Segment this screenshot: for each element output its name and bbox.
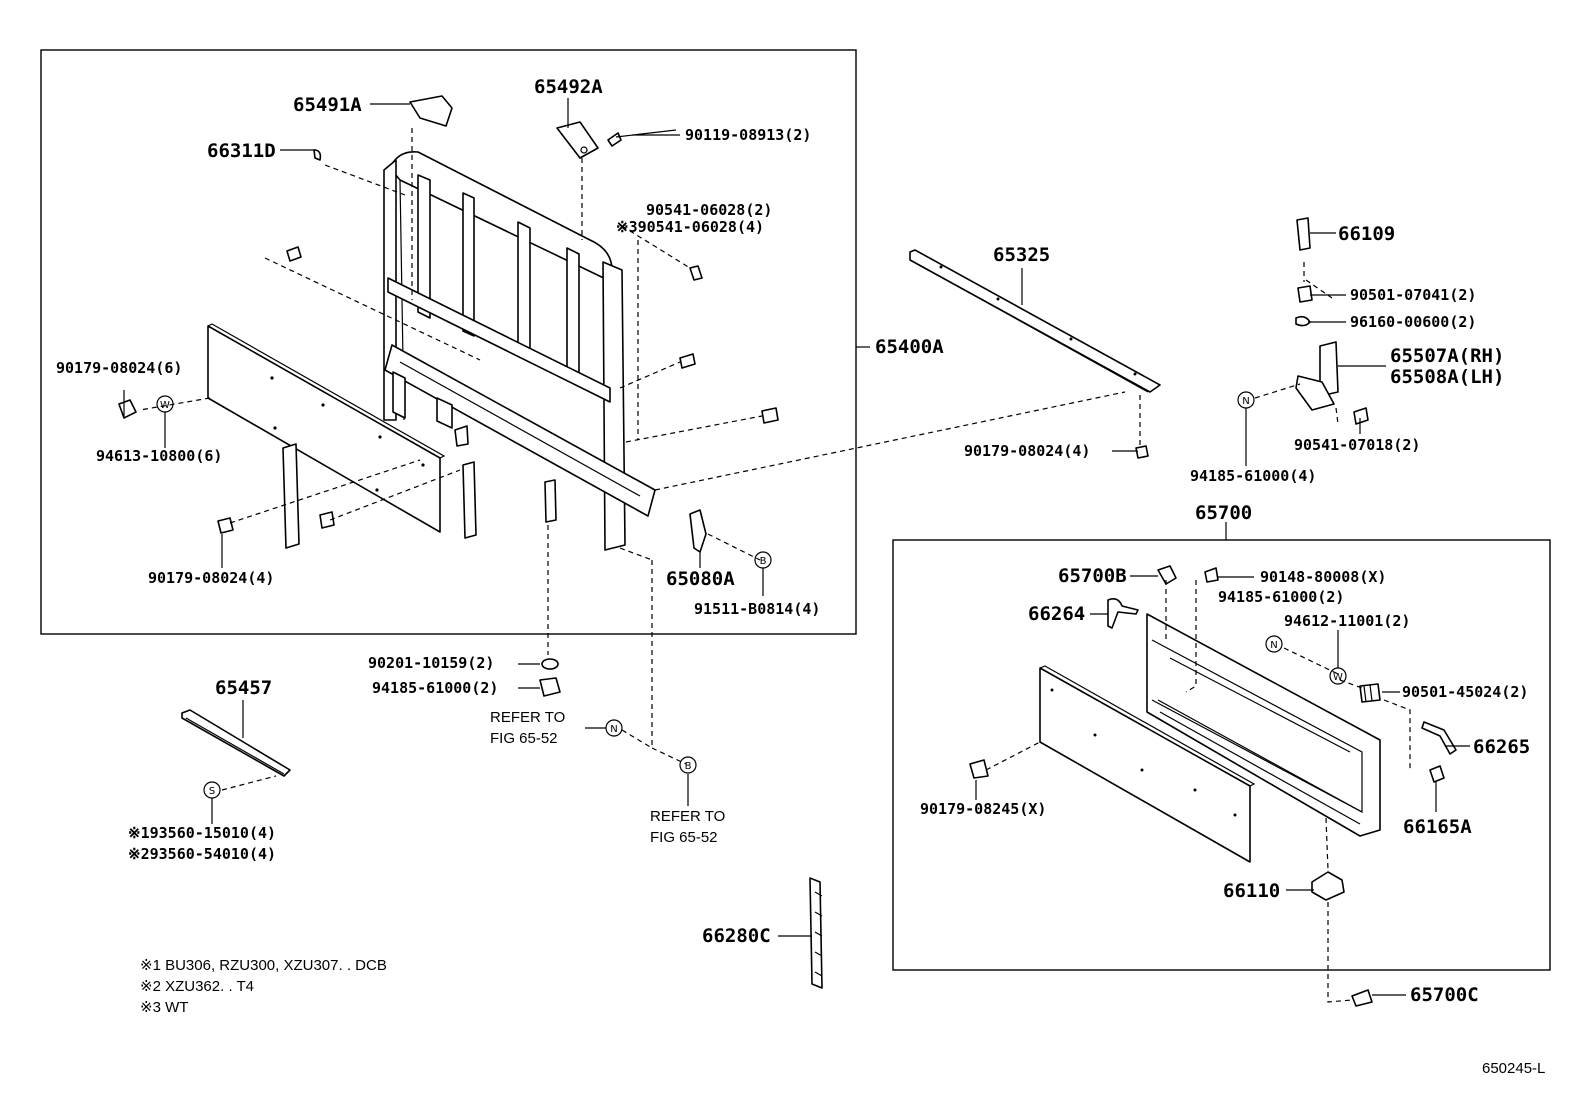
label-94185-61000-2-center: 94185-61000(2) [372, 679, 498, 697]
callout-n-hinge: N [1237, 391, 1255, 409]
label-65700: 65700 [1195, 502, 1252, 524]
label-65700B: 65700B [1058, 565, 1127, 587]
svg-text:N: N [610, 724, 617, 735]
bolt-66109-drawing [1296, 217, 1311, 251]
refer-n-line2: FIG 65-52 [490, 730, 558, 747]
callout-b-main: B [754, 551, 772, 569]
nut-94185-center-drawing [539, 677, 561, 697]
rod-66265-drawing [1421, 721, 1457, 755]
clip-66311D-drawing [313, 149, 322, 161]
footnote-1: ※1 BU306, RZU300, XZU307. . DCB [140, 957, 387, 974]
label-90179-08024-6: 90179-08024(6) [56, 359, 182, 377]
refer-b-line1: REFER TO [650, 808, 725, 825]
bolts-main-frame-drawing [286, 246, 779, 447]
label-94185-61000-2-gate: 94185-61000(2) [1218, 588, 1344, 606]
label-65325: 65325 [993, 244, 1050, 266]
label-66265: 66265 [1473, 736, 1530, 758]
callout-b-refer: B [679, 756, 697, 774]
hook-65080A-drawing [689, 509, 707, 553]
rail-65457-drawing [181, 709, 291, 777]
headboard-frame-drawing [383, 151, 656, 551]
callout-w-main: W [156, 395, 174, 413]
washer-90201-drawing [541, 658, 559, 670]
label-96160-00600: 96160-00600(2) [1350, 313, 1476, 331]
bolt-90541-06028-drawing [689, 265, 703, 281]
svg-text:B: B [685, 761, 692, 772]
label-65508A: 65508A(LH) [1390, 366, 1504, 388]
svg-text:N: N [1270, 640, 1277, 651]
label-66165A: 66165A [1403, 816, 1472, 838]
bolt-90541-07018-drawing [1353, 407, 1369, 425]
label-90501-45024: 90501-45024(2) [1402, 683, 1528, 701]
label-66109: 66109 [1338, 223, 1395, 245]
bushing-66165A-drawing [1429, 765, 1445, 783]
callout-s: S [203, 781, 221, 799]
side-board-panel-drawing [207, 323, 446, 533]
label-193560-15010: ※193560-15010(4) [128, 824, 276, 842]
latch-65700B-drawing [1157, 565, 1177, 585]
svg-text:S: S [209, 786, 215, 797]
label-66280C: 66280C [702, 925, 771, 947]
rail-65325-drawing [909, 249, 1161, 393]
label-65457: 65457 [215, 677, 272, 699]
label-91511-B0814: 91511-B0814(4) [694, 600, 820, 618]
vertical-stays-drawing [282, 443, 477, 549]
label-65080A: 65080A [666, 568, 735, 590]
chain-66280C-drawing [809, 877, 823, 989]
label-65400A: 65400A [875, 336, 944, 358]
label-90179-08024-4-rail: 90179-08024(4) [964, 442, 1090, 460]
gate-frame-drawing [1146, 613, 1381, 837]
label-90148-80008: 90148-80008(X) [1260, 568, 1386, 586]
footnote-2: ※2 XZU362. . T4 [140, 978, 254, 995]
label-65492A: 65492A [534, 76, 603, 98]
callout-n-gate: N [1265, 635, 1283, 653]
svg-text:B: B [760, 556, 767, 567]
label-65507A: 65507A(RH) [1390, 345, 1504, 367]
pin-65700C-drawing [1351, 989, 1373, 1007]
label-90201-10159: 90201-10159(2) [368, 654, 494, 672]
label-90179-08024-4-main: 90179-08024(4) [148, 569, 274, 587]
screw-90148-drawing [1204, 567, 1219, 583]
label-94612-11001: 94612-11001(2) [1284, 612, 1410, 630]
bolt-90119-drawing [607, 129, 677, 147]
label-90541-07018: 90541-07018(2) [1294, 436, 1420, 454]
hinge-65492A-drawing [556, 121, 599, 159]
label-90179-08245: 90179-08245(X) [920, 800, 1046, 818]
callout-w-gate: W [1329, 667, 1347, 685]
main-assembly-frame [40, 49, 857, 635]
washer-96160-drawing [1295, 315, 1311, 327]
screw-90179-08245-drawing [969, 759, 989, 779]
figure-code: 650245-L [1482, 1060, 1545, 1077]
gate-assembly-frame [892, 539, 1551, 971]
label-90541-06028-4: ※390541-06028(4) [616, 218, 764, 236]
refer-b-line2: FIG 65-52 [650, 829, 718, 846]
refer-n-line1: REFER TO [490, 709, 565, 726]
label-66264: 66264 [1028, 603, 1085, 625]
svg-text:W: W [1333, 672, 1343, 683]
label-90119-08913: 90119-08913(2) [685, 126, 811, 144]
label-94185-61000-4: 94185-61000(4) [1190, 467, 1316, 485]
label-66311D: 66311D [207, 140, 276, 162]
footnote-3: ※3 WT [140, 999, 188, 1016]
callout-n-refer: N [605, 719, 623, 737]
bracket-65491A-drawing [409, 95, 453, 127]
label-66110: 66110 [1223, 880, 1280, 902]
svg-text:W: W [160, 400, 170, 411]
nuts-main-frame-drawing [118, 399, 335, 534]
label-293560-54010: ※293560-54010(4) [128, 845, 276, 863]
svg-text:N: N [1242, 396, 1249, 407]
spring-90501-45024-drawing [1359, 683, 1381, 703]
bracket-66110-drawing [1311, 871, 1345, 901]
label-65491A: 65491A [293, 94, 362, 116]
handle-66264-drawing [1107, 598, 1139, 629]
nut-90501-07041-drawing [1297, 285, 1313, 303]
label-90541-06028-2: 90541-06028(2) [646, 201, 772, 219]
center-stud-drawing [544, 479, 557, 523]
hinge-65507A-drawing [1295, 341, 1339, 411]
label-94613-10800: 94613-10800(6) [96, 447, 222, 465]
label-65700C: 65700C [1410, 984, 1479, 1006]
gate-panel-drawing [1039, 665, 1256, 863]
label-90501-07041: 90501-07041(2) [1350, 286, 1476, 304]
